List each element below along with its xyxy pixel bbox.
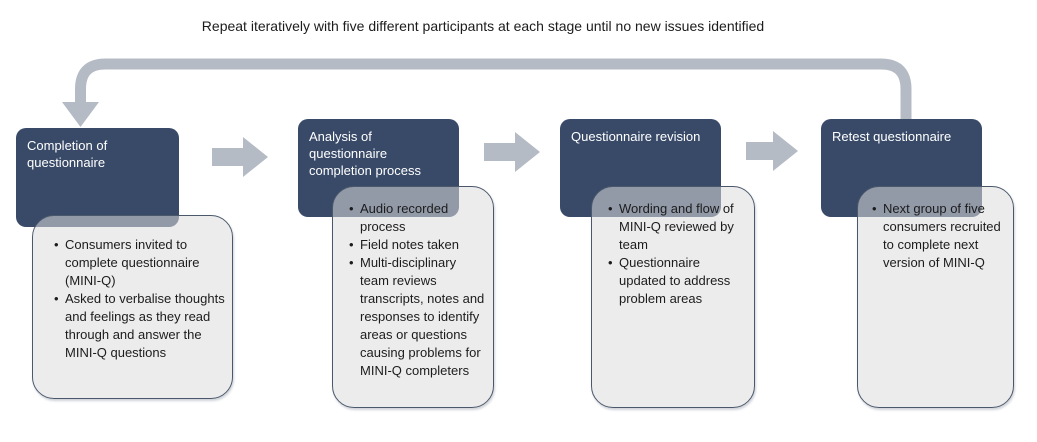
bullet-item: Asked to verbalise thoughts and feelings… [54, 290, 225, 362]
bullet-item: Next group of five consumers recruited t… [872, 200, 1008, 272]
bullet-item: Questionnaire updated to address problem… [608, 254, 747, 308]
stage-title: Questionnaire revision [571, 129, 701, 144]
stage-header-completion: Completion of questionnaire [16, 128, 179, 227]
stage-detail-retest: Next group of five consumers recruited t… [857, 186, 1014, 408]
flow-arrow-icon-1 [212, 137, 268, 177]
bullet-list: Wording and flow of MINI-Q reviewed by t… [592, 187, 754, 308]
stage-detail-revision: Wording and flow of MINI-Q reviewed by t… [591, 186, 755, 408]
flow-arrow-icon-2 [484, 132, 540, 172]
stage-title: Retest questionnaire [832, 129, 952, 144]
stage-header-analysis: Analysis of questionnaire completion pro… [298, 119, 459, 217]
bullet-item: Multi-disciplinary team reviews transcri… [349, 254, 486, 380]
stage-title: Completion of questionnaire [27, 138, 108, 170]
stage-detail-analysis: Audio recorded process Field notes taken… [332, 186, 494, 408]
stage-title: Analysis of questionnaire completion pro… [309, 129, 421, 178]
bullet-item: Field notes taken [349, 236, 486, 254]
bullet-item: Audio recorded process [349, 200, 486, 236]
bullet-item: Consumers invited to complete questionna… [54, 236, 225, 290]
stage-detail-completion: Consumers invited to complete questionna… [32, 215, 233, 399]
flow-arrow-icon-3 [746, 131, 798, 171]
bullet-item: Wording and flow of MINI-Q reviewed by t… [608, 200, 747, 254]
bullet-list: Consumers invited to complete questionna… [33, 216, 232, 362]
loop-down-arrowhead-icon [62, 102, 99, 127]
bullet-list: Next group of five consumers recruited t… [858, 187, 1013, 272]
iteration-caption: Repeat iteratively with five different p… [201, 18, 765, 34]
repeat-loop-arrow [75, 58, 912, 125]
bullet-list: Audio recorded process Field notes taken… [333, 187, 493, 380]
